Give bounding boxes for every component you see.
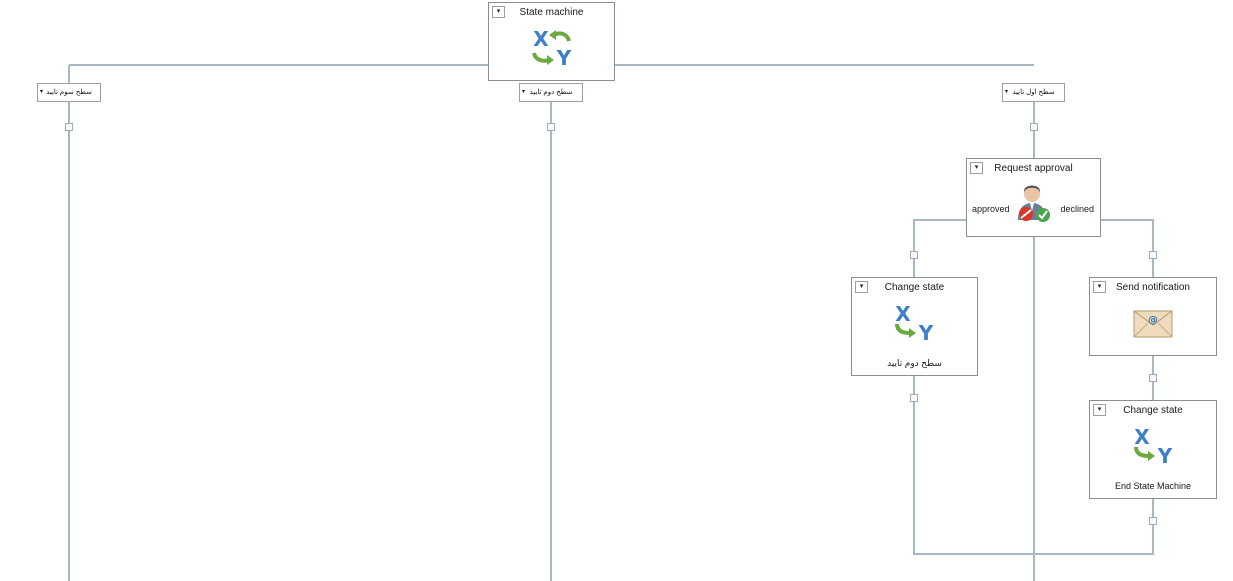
branch-second-level[interactable]: ▾ سطح دوم تایید [519,83,583,102]
node-title: Change state [884,282,945,293]
node-caption: سطح دوم تایید [887,358,942,368]
svg-text:Y: Y [918,321,934,344]
connector-port[interactable] [1030,123,1038,131]
xy-change-icon: X Y [895,302,934,344]
node-menu-button[interactable]: ▾ [1093,281,1106,293]
xy-change-icon: X Y [1134,425,1173,467]
svg-text:X: X [1134,425,1150,449]
node-title: State machine [519,7,584,18]
branch-label: سطح سوم تایید [46,89,92,96]
branch-first-level[interactable]: ▾ سطح اول تایید [1002,83,1065,102]
branch-dropdown-arrow: ▾ [40,89,44,95]
branch-third-level[interactable]: ▾ سطح سوم تایید [37,83,101,102]
send-notification-node[interactable]: ▾ Send notification @ [1089,277,1217,356]
connector-port[interactable] [1149,517,1157,525]
node-title: Request approval [994,163,1073,174]
connector-port[interactable] [1149,374,1157,382]
connector-port[interactable] [910,251,918,259]
connector-port[interactable] [65,123,73,131]
svg-text:X: X [895,302,911,326]
node-title: Change state [1123,405,1183,416]
state-machine-node[interactable]: ▾ State machine X Y [488,2,615,81]
node-caption: End State Machine [1114,481,1192,491]
node-menu-button[interactable]: ▾ [970,162,983,174]
email-envelope-icon: @ [1133,310,1173,338]
node-menu-button[interactable]: ▾ [1093,404,1106,416]
connector-port[interactable] [547,123,555,131]
branch-dropdown-arrow: ▾ [522,89,526,95]
branch-label: سطح اول تایید [1012,89,1055,96]
svg-text:@: @ [1148,315,1158,326]
xy-state-icon: X Y [532,27,572,69]
connector-port[interactable] [1149,251,1157,259]
svg-text:Y: Y [556,46,572,69]
connector-port[interactable] [910,394,918,402]
request-approval-node[interactable]: ▾ Request approval approved declined [966,158,1101,237]
node-menu-button[interactable]: ▾ [855,281,868,293]
approval-user-icon [1018,185,1050,222]
branch-dropdown-arrow: ▾ [1005,89,1009,95]
branch-label: سطح دوم تایید [529,89,573,96]
svg-text:X: X [533,27,549,51]
node-menu-button[interactable]: ▾ [492,6,505,18]
node-title: Send notification [1116,282,1190,293]
approved-outcome-label: approved [972,204,1010,214]
change-state-end-node[interactable]: ▾ Change state X Y End State Machine [1089,400,1217,499]
svg-text:Y: Y [1157,444,1173,467]
declined-outcome-label: declined [1060,204,1094,214]
change-state-node[interactable]: ▾ Change state X Y سطح دوم تایید [851,277,978,376]
